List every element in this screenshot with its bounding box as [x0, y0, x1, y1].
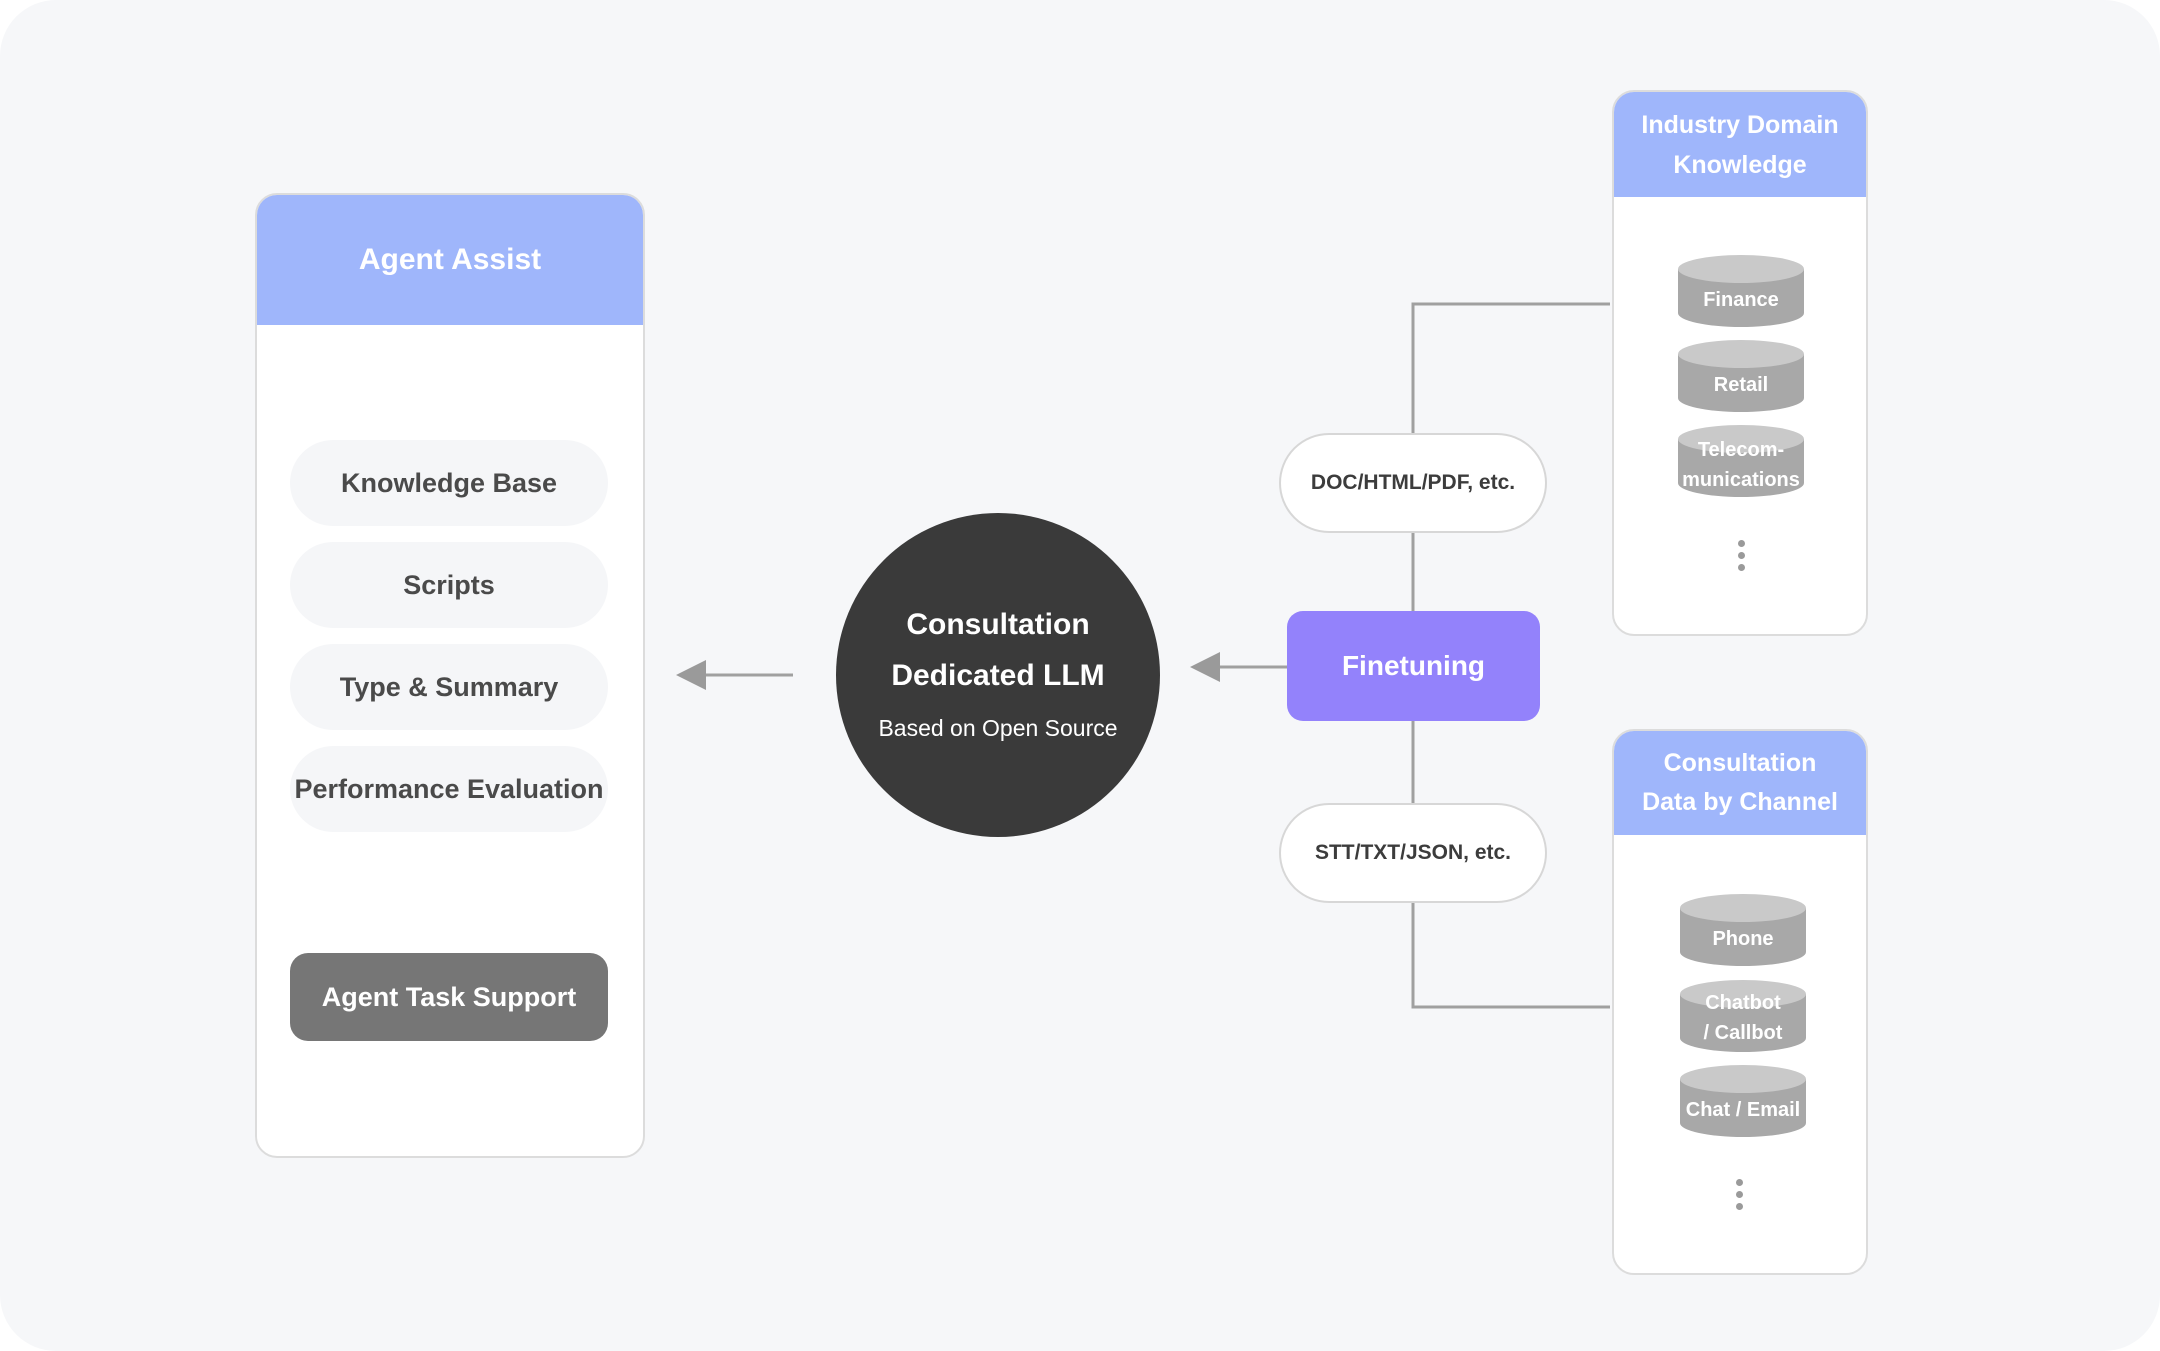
llm-circle: Consultation Dedicated LLM Based on Open… — [836, 513, 1160, 837]
consultation-data-title-line1: Consultation — [1663, 749, 1817, 777]
more-dots-icon — [1738, 540, 1746, 576]
more-dots-icon — [1736, 1179, 1744, 1215]
agent-assist-header: Agent Assist — [257, 195, 643, 325]
database-telecommunications: Telecom- munications — [1678, 425, 1804, 497]
industry-title-line1: Industry Domain — [1641, 110, 1839, 139]
database-label: Telecom- munications — [1682, 439, 1800, 491]
consultation-data-header: Consultation Data by Channel — [1614, 731, 1866, 835]
line-industry-to-format — [1411, 302, 1610, 433]
item-knowledge-base: Knowledge Base — [290, 440, 608, 526]
format-top: DOC/HTML/PDF, etc. — [1279, 433, 1547, 533]
llm-title-line1: Consultation — [906, 608, 1090, 641]
agent-assist-title: Agent Assist — [358, 243, 542, 276]
database-label: Phone — [1712, 928, 1774, 950]
database-label: Chatbot / Callbot — [1703, 992, 1783, 1044]
line-format-to-consultation — [1411, 903, 1610, 1009]
database-label: Finance — [1703, 289, 1779, 311]
item-performance-evaluation: Performance Evaluation — [290, 746, 608, 832]
industry-header: Industry Domain Knowledge — [1614, 92, 1866, 197]
finetuning-box: Finetuning — [1287, 611, 1540, 721]
database-chatbot-callbot: Chatbot / Callbot — [1680, 980, 1806, 1052]
database-phone: Phone — [1680, 894, 1806, 966]
database-label: Chat / Email — [1685, 1099, 1801, 1121]
database-chat-email: Chat / Email — [1680, 1065, 1806, 1137]
llm-subtitle: Based on Open Source — [878, 715, 1118, 741]
consultation-data-title-line2: Data by Channel — [1642, 788, 1838, 816]
llm-title-line2: Dedicated LLM — [891, 659, 1105, 692]
format-bottom: STT/TXT/JSON, etc. — [1279, 803, 1547, 903]
database-label: Retail — [1713, 374, 1769, 396]
industry-title-line2: Knowledge — [1673, 150, 1807, 179]
agent-task-support: Agent Task Support — [290, 953, 608, 1041]
item-type-summary: Type & Summary — [290, 644, 608, 730]
database-finance: Finance — [1678, 255, 1804, 327]
database-retail: Retail — [1678, 340, 1804, 412]
item-scripts: Scripts — [290, 542, 608, 628]
